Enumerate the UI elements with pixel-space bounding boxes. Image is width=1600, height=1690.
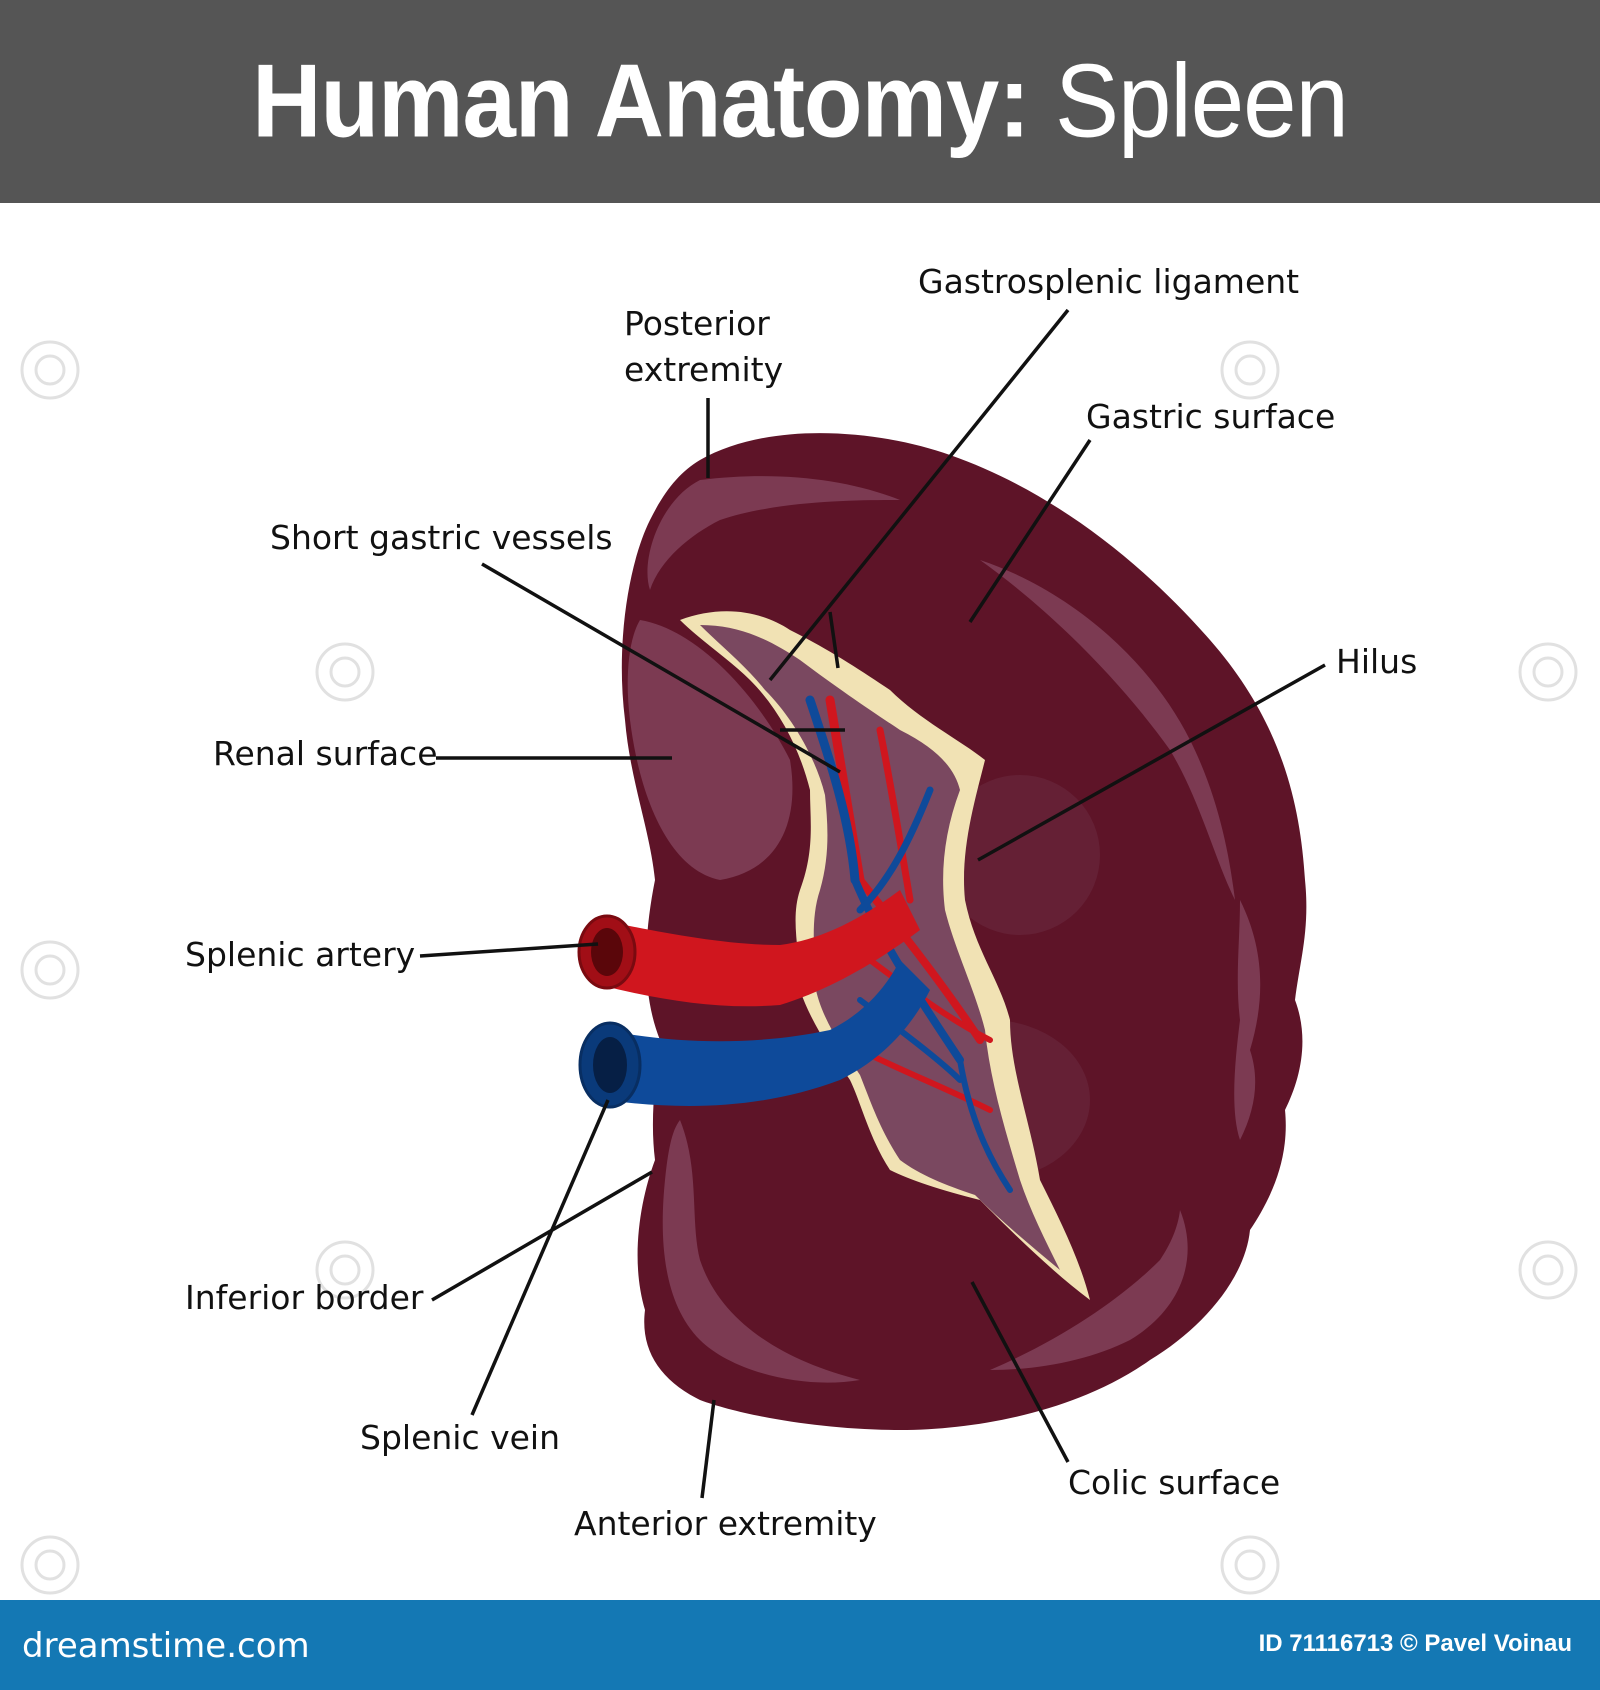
label-gastric-surface: Gastric surface [1086, 397, 1335, 436]
label-colic-surface: Colic surface [1068, 1463, 1280, 1502]
leader-anterior-extremity [700, 1399, 716, 1499]
leader-gastrosplenic-ligament-branch [828, 611, 840, 669]
leader-lines [419, 308, 1326, 1499]
title-bar [0, 0, 1600, 203]
label-gastrosplenic-ligament: Gastrosplenic ligament [918, 262, 1299, 301]
label-anterior-extremity: Anterior extremity [574, 1504, 877, 1543]
leader-short-gastric-vessels [481, 562, 841, 774]
page-title: Human Anatomy: Spleen [0, 0, 1600, 211]
footer-bar [0, 1600, 1600, 1690]
label-posterior-extremity-2: extremity [624, 350, 783, 389]
leader-gastric-surface [968, 439, 1092, 623]
leader-gastrosplenic-ligament [768, 308, 1070, 682]
leader-colic-surface [970, 1281, 1070, 1463]
footer-site-logo: dreamstime.com [22, 1626, 310, 1666]
leader-inferior-border [431, 1170, 653, 1302]
footer-credit: ID 71116713 © Pavel Voinau [1258, 1630, 1572, 1657]
leader-splenic-artery [419, 942, 599, 958]
leader-hilus [977, 663, 1326, 862]
label-splenic-artery: Splenic artery [185, 935, 415, 974]
label-splenic-vein: Splenic vein [360, 1418, 560, 1457]
splenic-artery [577, 890, 920, 1007]
watermark-icons [20, 340, 1578, 1595]
spleen-diagram: Posterior extremity Gastrosplenic ligame… [20, 262, 1578, 1595]
label-posterior-extremity-1: Posterior [624, 304, 770, 343]
leader-splenic-vein [470, 1099, 610, 1416]
title-bold: Human Anatomy: [252, 43, 1030, 159]
labels: Posterior extremity Gastrosplenic ligame… [185, 262, 1417, 1543]
splenic-vein [578, 960, 930, 1109]
label-renal-surface: Renal surface [213, 734, 438, 773]
label-short-gastric-vessels: Short gastric vessels [270, 518, 613, 557]
label-inferior-border: Inferior border [185, 1278, 424, 1317]
label-hilus: Hilus [1336, 642, 1417, 681]
title-light: Spleen [1029, 43, 1349, 159]
